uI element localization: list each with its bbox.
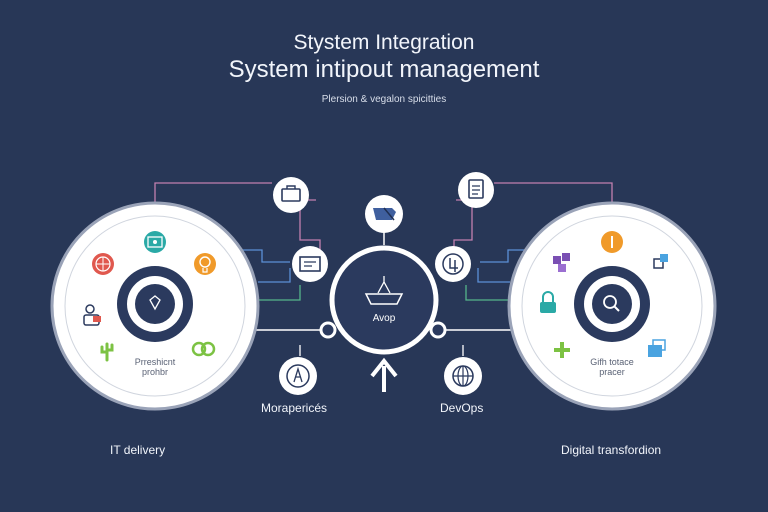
node-label-right: DevOps bbox=[440, 401, 484, 415]
up-arrow-icon bbox=[370, 357, 398, 392]
right-circle-caption-inner: Gifh totace pracer bbox=[567, 357, 657, 377]
left-caption: IT delivery bbox=[110, 443, 166, 457]
signal-node[interactable] bbox=[435, 246, 471, 282]
connector-green-right bbox=[465, 285, 523, 301]
user-icon bbox=[83, 304, 101, 326]
link-icon bbox=[191, 341, 216, 357]
blocks-icon bbox=[653, 254, 668, 269]
cactus-icon bbox=[100, 342, 114, 362]
right-caption: Digital transfordion bbox=[561, 443, 662, 457]
hub-right-dot bbox=[429, 321, 447, 339]
pencil-icon bbox=[601, 231, 623, 253]
connector-blue-right bbox=[480, 249, 535, 263]
node-label-left: Morapericés bbox=[261, 401, 328, 415]
title-line-2: System intipout management bbox=[228, 56, 540, 83]
microservices-node[interactable] bbox=[279, 357, 317, 395]
subtitle: Plersion & vegalon spicitties bbox=[321, 94, 447, 105]
hub bbox=[329, 245, 439, 355]
hub-left-dot bbox=[319, 321, 337, 339]
left-center-line1: Prreshicnt bbox=[134, 357, 176, 367]
lightbulb-icon bbox=[194, 253, 216, 275]
lock-icon bbox=[540, 291, 556, 313]
left-circle-caption-inner: Prreshicnt prohbr bbox=[110, 357, 200, 377]
briefcase-node[interactable] bbox=[273, 177, 309, 213]
cubes-icon bbox=[553, 253, 570, 272]
connector-green-left bbox=[245, 285, 301, 301]
document-node[interactable] bbox=[292, 246, 328, 282]
right-center-line1: Gifh totace bbox=[590, 357, 634, 367]
tag-node[interactable] bbox=[365, 195, 403, 233]
right-center-line2: pracer bbox=[599, 367, 625, 377]
title-line-1: Stystem Integration bbox=[293, 31, 475, 54]
connector-blue-left bbox=[233, 249, 290, 263]
left-center-line2: prohbr bbox=[141, 367, 168, 377]
window-icon bbox=[648, 339, 666, 357]
image-icon bbox=[144, 231, 166, 253]
devops-node[interactable] bbox=[444, 357, 482, 395]
globe-icon bbox=[92, 253, 114, 275]
connector-blue-right-2 bbox=[477, 268, 510, 283]
hub-label: Avop bbox=[372, 313, 396, 324]
clipboard-node[interactable] bbox=[458, 172, 494, 208]
connector-blue-left-2 bbox=[258, 268, 291, 283]
plus-icon bbox=[554, 342, 570, 358]
